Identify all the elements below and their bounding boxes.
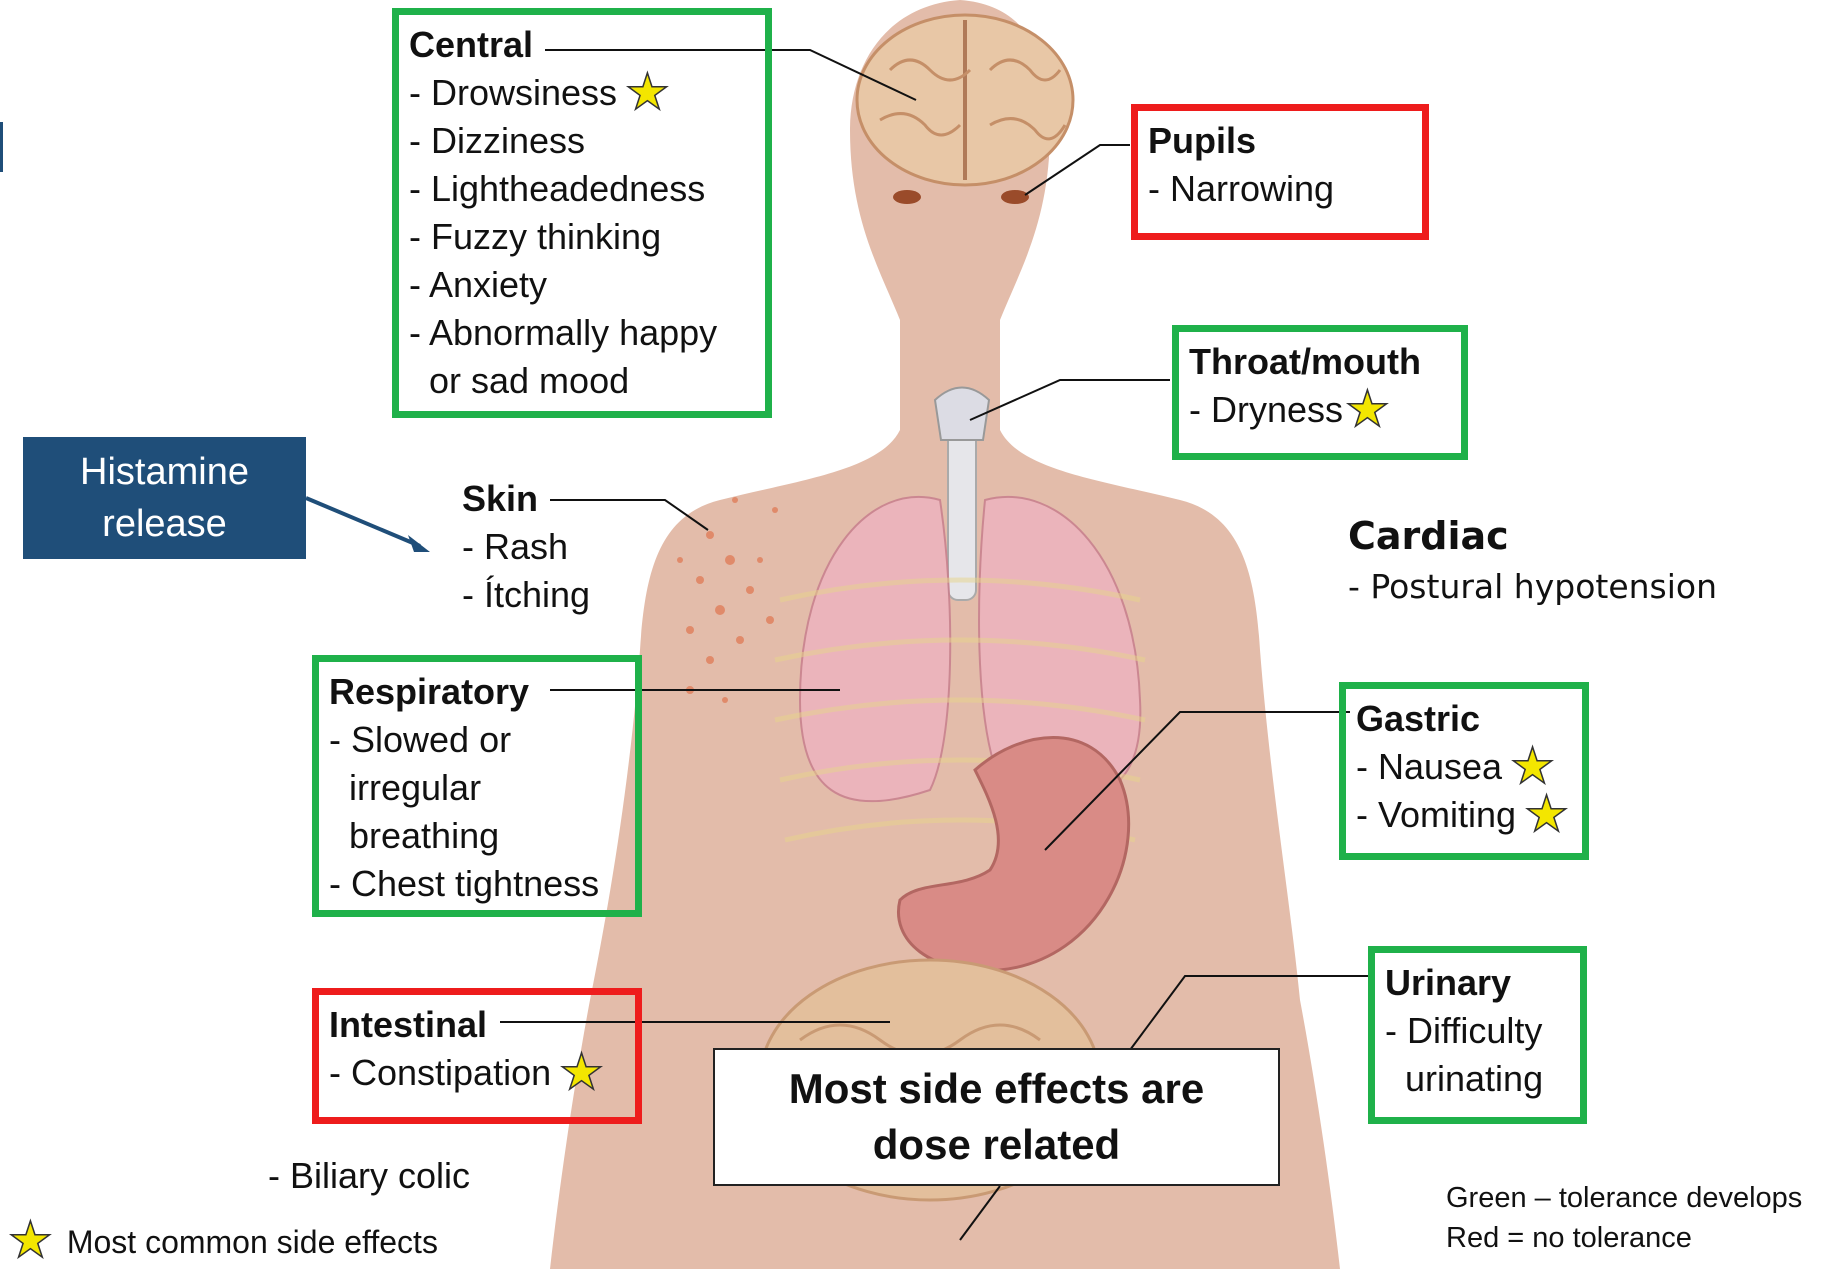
central-item-lightheadedness: - Lightheadedness (409, 165, 755, 213)
respiratory-item-breathing: breathing (329, 812, 625, 860)
central-item-anxiety: - Anxiety (409, 261, 755, 309)
red-legend-text: Red = no tolerance (1446, 1222, 1692, 1255)
intestinal-item-constipation: - Constipation (329, 1052, 551, 1093)
cardiac-title: Cardiac (1348, 510, 1768, 562)
star-icon: ★ (1524, 786, 1569, 842)
intestinal-box: Intestinal - Constipation★ (312, 988, 642, 1124)
skin-box: Skin - Rash - Ítching (462, 475, 622, 619)
urinary-item-urinating: urinating (1385, 1055, 1570, 1103)
star-legend-text: Most common side effects (67, 1224, 438, 1260)
star-icon: ★ (1345, 381, 1390, 437)
respiratory-item-irregular: irregular (329, 764, 625, 812)
central-item-dizziness: - Dizziness (409, 117, 755, 165)
central-item-drowsiness: - Drowsiness (409, 72, 617, 113)
urinary-item-difficulty: - Difficulty (1385, 1007, 1570, 1055)
intestinal-title: Intestinal (329, 1001, 625, 1049)
gastric-item-nausea: - Nausea (1356, 746, 1502, 787)
central-item-mood: - Abnormally happy (409, 309, 755, 357)
pupils-title: Pupils (1148, 117, 1412, 165)
throat-item-dryness: - Dryness (1189, 389, 1343, 430)
green-legend-text: Green – tolerance develops (1446, 1182, 1802, 1215)
histamine-line1: Histamine (23, 446, 306, 498)
respiratory-item-chest-tightness: - Chest tightness (329, 860, 625, 908)
histamine-callout: Histamine release (23, 437, 306, 559)
gastric-item-vomiting: - Vomiting (1356, 794, 1516, 835)
pupils-item-narrowing: - Narrowing (1148, 165, 1412, 213)
dose-note-box: Most side effects are dose related (713, 1048, 1280, 1186)
left-eye (893, 190, 921, 204)
dose-note-line2: dose related (715, 1117, 1278, 1173)
star-icon: ★ (559, 1044, 604, 1100)
urinary-box: Urinary - Difficulty urinating (1368, 946, 1587, 1124)
dose-note-line1: Most side effects are (715, 1061, 1278, 1117)
brain (857, 15, 1073, 185)
right-eye (1001, 190, 1029, 204)
pupils-box: Pupils - Narrowing (1131, 104, 1429, 240)
cardiac-item-postural-hypotension: - Postural hypotension (1348, 562, 1768, 612)
central-item-fuzzy-thinking: - Fuzzy thinking (409, 213, 755, 261)
respiratory-item-slowed: - Slowed or (329, 716, 625, 764)
respiratory-title: Respiratory (329, 668, 625, 716)
histamine-line2: release (23, 498, 306, 550)
respiratory-box: Respiratory - Slowed or irregular breath… (312, 655, 642, 917)
skin-title: Skin (462, 475, 622, 523)
urinary-title: Urinary (1385, 959, 1570, 1007)
gastric-box: Gastric - Nausea★ - Vomiting★ (1339, 682, 1589, 860)
central-box: Central - Drowsiness★ - Dizziness - Ligh… (392, 8, 772, 418)
star-icon: ★ (8, 1212, 53, 1268)
star-icon: ★ (625, 64, 670, 120)
central-title: Central (409, 21, 755, 69)
throat-box: Throat/mouth - Dryness★ (1172, 325, 1468, 460)
gastric-title: Gastric (1356, 695, 1572, 743)
skin-item-rash: - Rash (462, 523, 622, 571)
skin-item-itching: - Ítching (462, 571, 622, 619)
histamine-arrow (306, 498, 430, 552)
cardiac-box: Cardiac - Postural hypotension (1348, 510, 1768, 612)
slide-edge-marker (0, 122, 3, 172)
star-legend: ★Most common side effects (8, 1220, 438, 1261)
biliary-colic-text: - Biliary colic (268, 1155, 470, 1197)
central-item-mood-cont: or sad mood (409, 357, 755, 405)
throat-title: Throat/mouth (1189, 338, 1451, 386)
